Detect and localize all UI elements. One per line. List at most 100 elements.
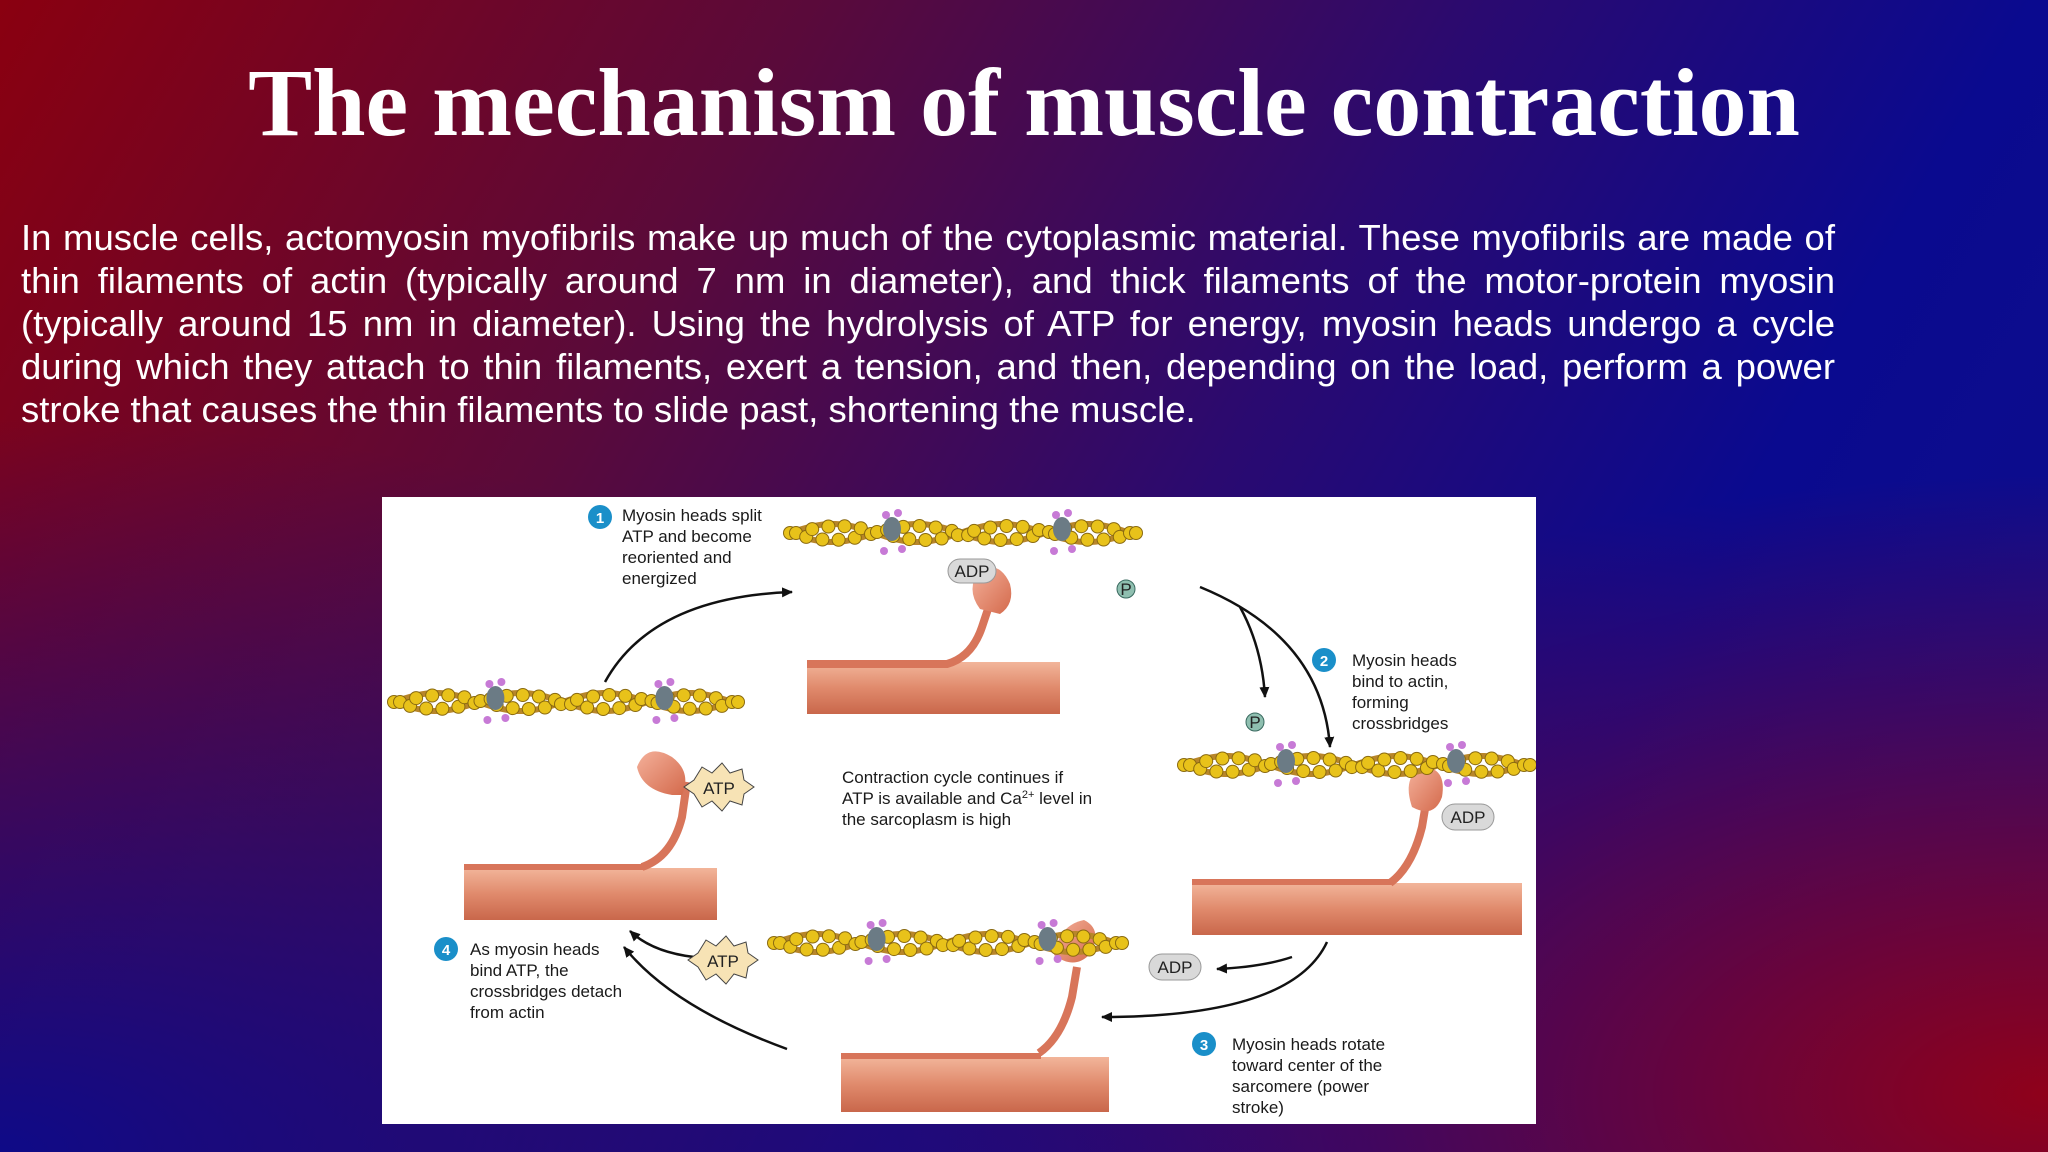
actin-bead xyxy=(977,531,992,546)
troponin-subunit xyxy=(1288,741,1296,749)
actin-bead xyxy=(1523,758,1536,772)
troponin-subunit xyxy=(501,714,510,722)
actin-bead xyxy=(586,689,601,704)
svg-text:toward center of the: toward center of the xyxy=(1232,1056,1382,1075)
actin-bead xyxy=(984,929,999,943)
actin-bead xyxy=(805,522,820,537)
actin-bead xyxy=(409,691,424,706)
actin-bead xyxy=(1015,519,1030,534)
svg-text:ADP: ADP xyxy=(1158,958,1193,977)
actin-bead xyxy=(1115,936,1129,950)
slide-title: The mechanism of muscle contraction xyxy=(248,49,1800,156)
actin-bead xyxy=(821,929,836,944)
actin-bead xyxy=(425,688,440,703)
troponin-subunit xyxy=(878,919,887,927)
troponin-subunit xyxy=(666,678,675,686)
troponin-subunit xyxy=(1035,957,1044,965)
svg-text:the sarcoplasm is high: the sarcoplasm is high xyxy=(842,810,1011,829)
troponin-complex xyxy=(655,686,674,710)
actin-bead xyxy=(1076,929,1091,944)
actin-filament-left xyxy=(387,678,745,724)
troponin-complex xyxy=(1053,517,1071,541)
step-3-annotation: 3 Myosin heads rotate toward center of t… xyxy=(1192,1032,1385,1117)
actin-bead xyxy=(1484,751,1499,766)
troponin-subunit xyxy=(866,921,875,929)
adp-pill-top: ADP xyxy=(947,558,997,584)
svg-text:reoriented and: reoriented and xyxy=(622,548,732,567)
step-1-annotation: 1 Myosin heads split ATP and become reor… xyxy=(588,505,762,588)
actin-bead xyxy=(799,942,814,957)
actin-bead xyxy=(505,701,520,716)
arrow-step1 xyxy=(603,587,793,683)
actin-bead xyxy=(1322,752,1337,767)
troponin-subunit xyxy=(1458,741,1466,749)
actin-bead xyxy=(1312,765,1327,779)
actin-bead xyxy=(1009,532,1024,547)
svg-text:forming: forming xyxy=(1352,693,1409,712)
actin-bead xyxy=(1225,764,1240,779)
svg-text:bind ATP, the: bind ATP, the xyxy=(470,961,569,980)
actin-bead xyxy=(1001,929,1015,944)
thick-filament-bottom xyxy=(841,1053,1109,1112)
troponin-subunit xyxy=(894,509,902,517)
actin-bead xyxy=(537,700,552,715)
svg-text:ADP: ADP xyxy=(1451,808,1486,827)
svg-text:crossbridges: crossbridges xyxy=(1352,714,1448,733)
actin-bead xyxy=(1393,751,1408,765)
troponin-subunit xyxy=(670,714,679,722)
troponin-subunit xyxy=(1052,511,1060,519)
svg-text:ATP is available and Ca2+ leve: ATP is available and Ca2+ level in xyxy=(842,789,1092,808)
actin-bead xyxy=(934,531,949,546)
actin-bead xyxy=(999,519,1014,533)
troponin-subunit xyxy=(1446,743,1454,751)
actin-bead xyxy=(1468,751,1483,766)
troponin-subunit xyxy=(1064,509,1072,517)
actin-bead xyxy=(903,943,918,957)
troponin-subunit xyxy=(882,955,891,963)
troponin-subunit xyxy=(880,547,888,555)
actin-bead xyxy=(913,930,928,945)
actin-bead xyxy=(419,701,434,716)
actin-bead xyxy=(978,943,993,957)
actin-bead xyxy=(570,692,584,707)
actin-bead xyxy=(805,929,820,944)
actin-bead xyxy=(731,695,745,709)
actin-bead xyxy=(521,702,536,716)
actin-bead xyxy=(995,942,1009,957)
troponin-subunit xyxy=(485,680,494,688)
actin-bead xyxy=(698,701,713,716)
myosin-head-left xyxy=(637,751,691,871)
atp-starburst-bottom: ATP xyxy=(687,935,759,985)
myosin-head-right xyxy=(1387,767,1443,887)
arrow-to-step3 xyxy=(1101,941,1329,1022)
step-2-annotation: 2 Myosin heads bind to actin, forming cr… xyxy=(1312,648,1457,733)
actin-bead xyxy=(1231,751,1246,766)
actin-filament-top xyxy=(783,509,1143,555)
actin-bead xyxy=(952,933,967,948)
troponin-subunit xyxy=(1037,921,1046,929)
arrow-to-step4 xyxy=(623,946,788,1051)
arrow-atp-binding xyxy=(629,930,695,959)
actin-bead xyxy=(1060,929,1075,944)
actin-bead xyxy=(676,688,691,703)
actin-bead xyxy=(983,520,998,535)
thick-filament-top xyxy=(807,662,1060,714)
actin-bead xyxy=(435,701,450,716)
svg-text:1: 1 xyxy=(596,510,604,527)
svg-text:Myosin heads: Myosin heads xyxy=(1352,651,1457,670)
troponin-subunit xyxy=(1276,743,1284,751)
actin-bead xyxy=(1403,764,1418,779)
actin-bead xyxy=(602,688,617,702)
svg-text:from actin: from actin xyxy=(470,1003,545,1022)
svg-text:bind to actin,: bind to actin, xyxy=(1352,672,1448,691)
adp-pill-right: ADP xyxy=(1441,803,1495,831)
actin-filament-right xyxy=(1177,741,1536,787)
troponin-complex xyxy=(1038,927,1057,951)
actin-bead xyxy=(1371,763,1386,778)
troponin-subunit xyxy=(1053,955,1062,963)
thick-filament-right xyxy=(1192,879,1522,935)
svg-text:Myosin heads rotate: Myosin heads rotate xyxy=(1232,1035,1385,1054)
svg-text:P: P xyxy=(1120,580,1131,599)
troponin-complex xyxy=(486,686,505,710)
actin-bead xyxy=(967,523,982,538)
